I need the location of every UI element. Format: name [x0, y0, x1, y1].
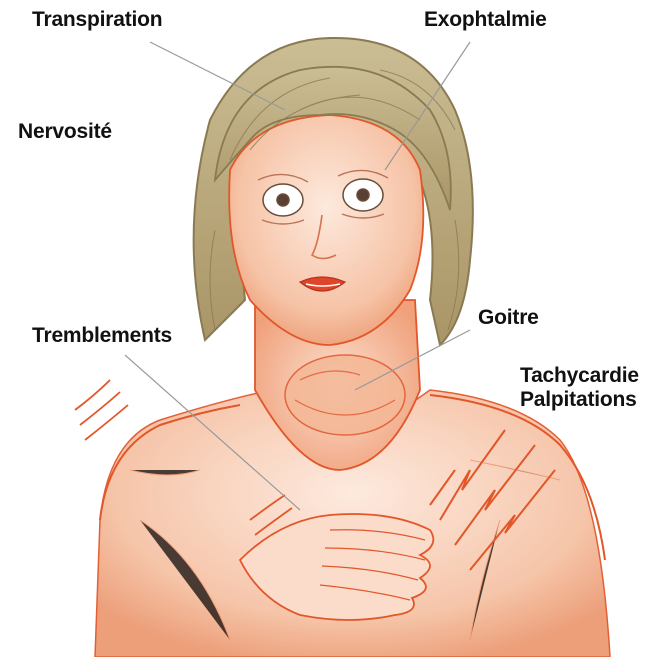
label-nervosite: Nervosité	[18, 120, 112, 144]
label-exophtalmie: Exophtalmie	[424, 8, 547, 32]
label-goitre: Goitre	[478, 306, 539, 330]
label-tachycardie-palpitations: Tachycardie Palpitations	[520, 364, 639, 412]
label-transpiration: Transpiration	[32, 8, 162, 32]
label-palpitations: Palpitations	[520, 388, 639, 412]
label-tachycardie: Tachycardie	[520, 364, 639, 388]
label-tremblements: Tremblements	[32, 324, 172, 348]
goitre-swelling	[285, 355, 405, 435]
